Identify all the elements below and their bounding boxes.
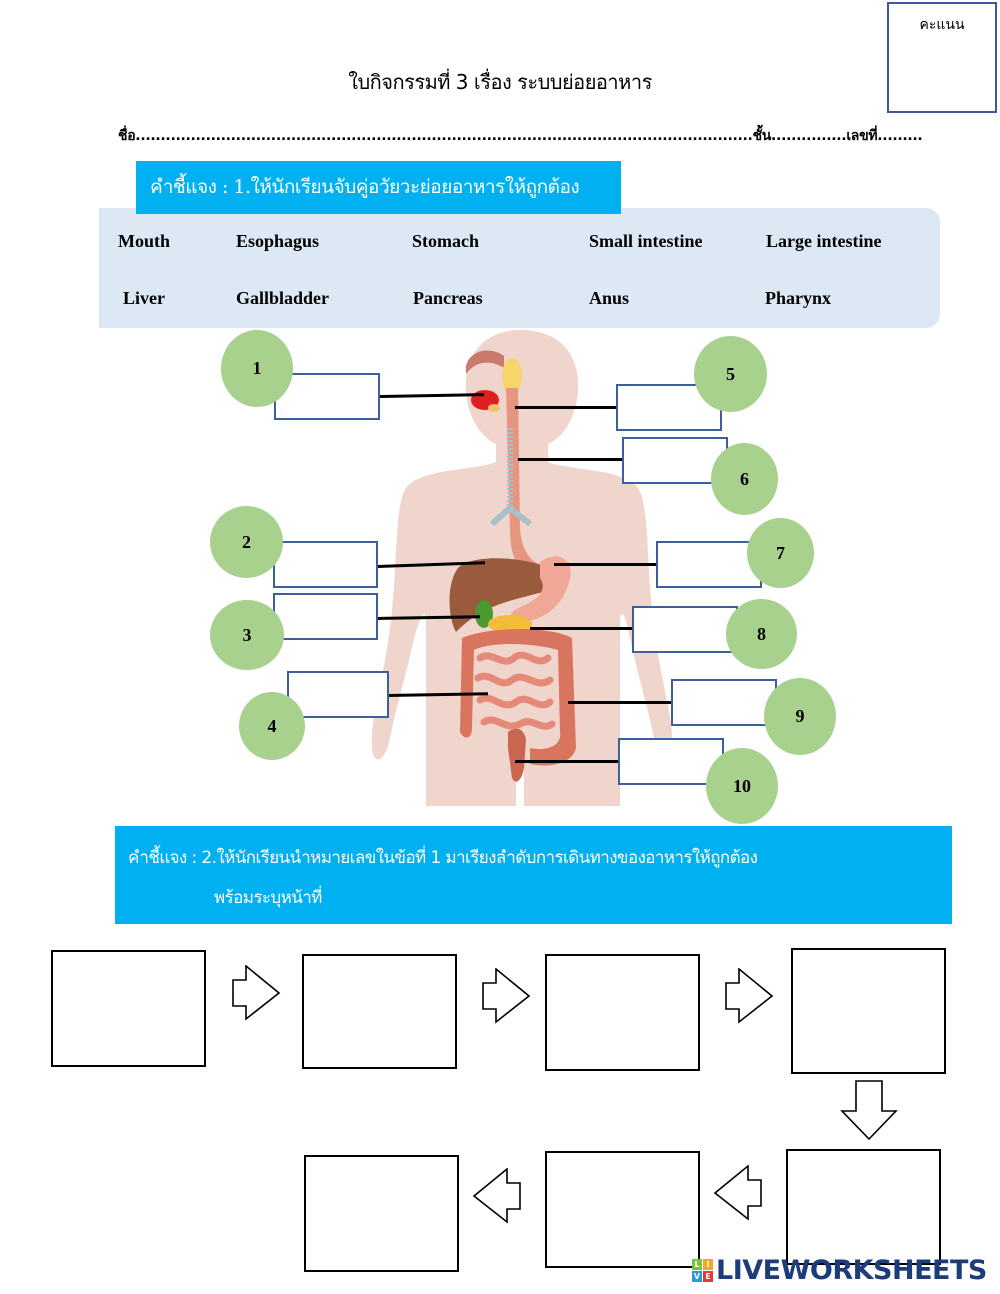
logo-tile: I bbox=[703, 1259, 713, 1270]
word-stomach: Stomach bbox=[412, 231, 479, 251]
answer-box-1[interactable] bbox=[274, 373, 380, 420]
sequence-box-1[interactable] bbox=[51, 950, 206, 1067]
pancreas-illustration bbox=[488, 615, 532, 633]
esophagus-illustration bbox=[506, 388, 548, 580]
answer-box-7[interactable] bbox=[656, 541, 762, 588]
large-intestine-illustration bbox=[460, 629, 576, 766]
word-bank: Mouth Esophagus Stomach Small intestine … bbox=[99, 208, 940, 328]
sequence-box-7[interactable] bbox=[304, 1155, 459, 1272]
sequence-box-4[interactable] bbox=[791, 948, 946, 1074]
answer-box-9[interactable] bbox=[671, 679, 777, 726]
word-small-intestine: Small intestine bbox=[589, 231, 703, 251]
logo-text: LIVEWORKSHEETS bbox=[716, 1255, 987, 1286]
arrow-left-icon bbox=[713, 1165, 762, 1221]
word-gallbladder: Gallbladder bbox=[236, 288, 330, 308]
part2-instruction: คำชี้แจง : 2.ให้นักเรียนนำหมายเลขในข้อที… bbox=[115, 826, 952, 924]
arrow-right-icon bbox=[232, 965, 281, 1021]
sequence-box-6[interactable] bbox=[545, 1151, 700, 1268]
number-circle-6: 6 bbox=[711, 443, 778, 515]
score-label: คะแนน bbox=[919, 17, 965, 33]
word-pharynx: Pharynx bbox=[765, 288, 832, 308]
arrow-left-icon bbox=[472, 1168, 521, 1224]
word-pancreas: Pancreas bbox=[413, 288, 483, 308]
word-anus: Anus bbox=[589, 288, 630, 308]
leader-line-7 bbox=[554, 563, 657, 566]
word-liver: Liver bbox=[123, 288, 165, 308]
logo-tile: V bbox=[692, 1271, 702, 1282]
leader-line-6 bbox=[518, 458, 622, 461]
gallbladder-illustration bbox=[475, 600, 493, 628]
leader-line-8 bbox=[530, 627, 633, 630]
word-esophagus: Esophagus bbox=[236, 231, 320, 251]
sequence-box-3[interactable] bbox=[545, 954, 700, 1071]
leader-line-9 bbox=[568, 701, 672, 704]
number-circle-2: 2 bbox=[210, 506, 283, 578]
trachea-illustration bbox=[490, 428, 532, 527]
small-intestine-illustration bbox=[474, 651, 556, 730]
number-circle-9: 9 bbox=[764, 678, 836, 755]
liveworksheets-logo: L I V E LIVEWORKSHEETS bbox=[692, 1255, 987, 1286]
number-circle-8: 8 bbox=[726, 599, 797, 669]
sequence-box-2[interactable] bbox=[302, 954, 457, 1069]
worksheet-title: ใบกิจกรรมที่ 3 เรื่อง ระบบย่อยอาหาร bbox=[348, 70, 652, 94]
part2-instruction-line2: พร้อมระบุหน้าที่ bbox=[214, 888, 322, 908]
part1-instruction: คำชี้แจง : 1.ให้นักเรียนจับคู่อวัยวะย่อย… bbox=[136, 161, 621, 214]
rectum-illustration bbox=[508, 728, 526, 782]
sequence-box-5[interactable] bbox=[786, 1149, 941, 1265]
stomach-illustration bbox=[510, 556, 571, 623]
logo-tile: L bbox=[692, 1259, 702, 1270]
answer-box-3[interactable] bbox=[273, 593, 378, 640]
leader-line-10 bbox=[515, 760, 619, 763]
number-circle-1: 1 bbox=[221, 330, 293, 407]
answer-box-2[interactable] bbox=[273, 541, 378, 588]
score-box[interactable]: คะแนน bbox=[887, 2, 997, 113]
word-mouth: Mouth bbox=[118, 231, 171, 251]
number-circle-3: 3 bbox=[210, 600, 284, 670]
student-info-line[interactable]: ชื่อ....................................… bbox=[118, 128, 923, 144]
leader-line-5 bbox=[515, 406, 617, 409]
arrow-right-icon bbox=[482, 968, 531, 1024]
logo-tiles-icon: L I V E bbox=[692, 1259, 713, 1282]
answer-box-8[interactable] bbox=[632, 606, 738, 653]
word-large-intestine: Large intestine bbox=[766, 231, 882, 251]
answer-box-4[interactable] bbox=[287, 671, 389, 718]
arrow-right-icon bbox=[725, 968, 774, 1024]
arrow-down-icon bbox=[840, 1080, 898, 1141]
logo-tile: E bbox=[703, 1271, 713, 1282]
part2-instruction-line1: คำชี้แจง : 2.ให้นักเรียนนำหมายเลขในข้อที… bbox=[128, 848, 758, 868]
digestive-system-figure bbox=[371, 330, 673, 806]
number-circle-10: 10 bbox=[706, 748, 778, 824]
number-circle-7: 7 bbox=[747, 518, 814, 588]
number-circle-4: 4 bbox=[239, 692, 305, 760]
number-circle-5: 5 bbox=[694, 336, 767, 412]
